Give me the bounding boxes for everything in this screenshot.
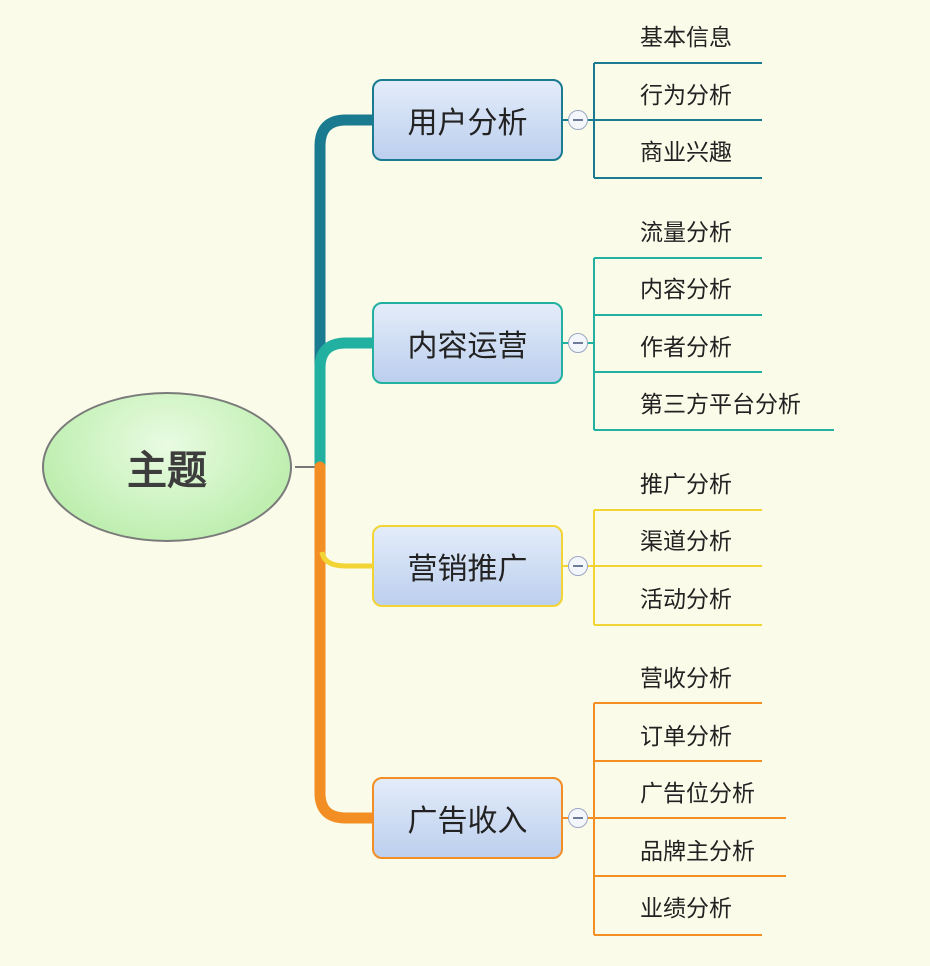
leaf-topic[interactable]: 流量分析 (640, 220, 732, 246)
branch-label: 广告收入 (407, 804, 528, 839)
leaf-topic[interactable]: 业绩分析 (640, 896, 732, 922)
collapse-toggle-icon[interactable] (568, 110, 588, 130)
leaf-topic[interactable]: 品牌主分析 (640, 839, 755, 865)
collapse-toggle-icon[interactable] (568, 556, 588, 576)
leaf-topic[interactable]: 行为分析 (640, 83, 732, 109)
leaf-connectors-ads (563, 702, 786, 936)
trunk-marketing (319, 551, 372, 569)
trunk-upper (314, 114, 378, 473)
leaf-topic[interactable]: 活动分析 (640, 587, 732, 613)
branch-label: 用户分析 (407, 106, 528, 141)
branch-ad-revenue[interactable]: 广告收入 (372, 777, 563, 859)
leaf-topic[interactable]: 基本信息 (640, 25, 732, 51)
leaf-topic[interactable]: 订单分析 (640, 724, 732, 750)
root-topic[interactable]: 主题 (42, 392, 292, 542)
root-topic-label: 主题 (127, 448, 207, 494)
leaf-topic[interactable]: 作者分析 (640, 335, 732, 361)
trunk-lower (314, 461, 378, 824)
branch-user-analysis[interactable]: 用户分析 (372, 79, 563, 161)
branch-content-operations[interactable]: 内容运营 (372, 302, 563, 384)
branch-marketing[interactable]: 营销推广 (372, 525, 563, 607)
collapse-toggle-icon[interactable] (568, 808, 588, 828)
collapse-toggle-icon[interactable] (568, 333, 588, 353)
leaf-topic[interactable]: 第三方平台分析 (640, 392, 801, 418)
branch-label: 营销推广 (407, 552, 528, 587)
leaf-topic[interactable]: 推广分析 (640, 472, 732, 498)
leaf-topic[interactable]: 营收分析 (640, 666, 732, 692)
leaf-topic[interactable]: 广告位分析 (640, 781, 755, 807)
leaf-topic[interactable]: 渠道分析 (640, 529, 732, 555)
leaf-topic[interactable]: 商业兴趣 (640, 140, 732, 166)
trunk-content (314, 337, 378, 473)
leaf-topic[interactable]: 内容分析 (640, 277, 732, 303)
branch-label: 内容运营 (407, 329, 528, 364)
